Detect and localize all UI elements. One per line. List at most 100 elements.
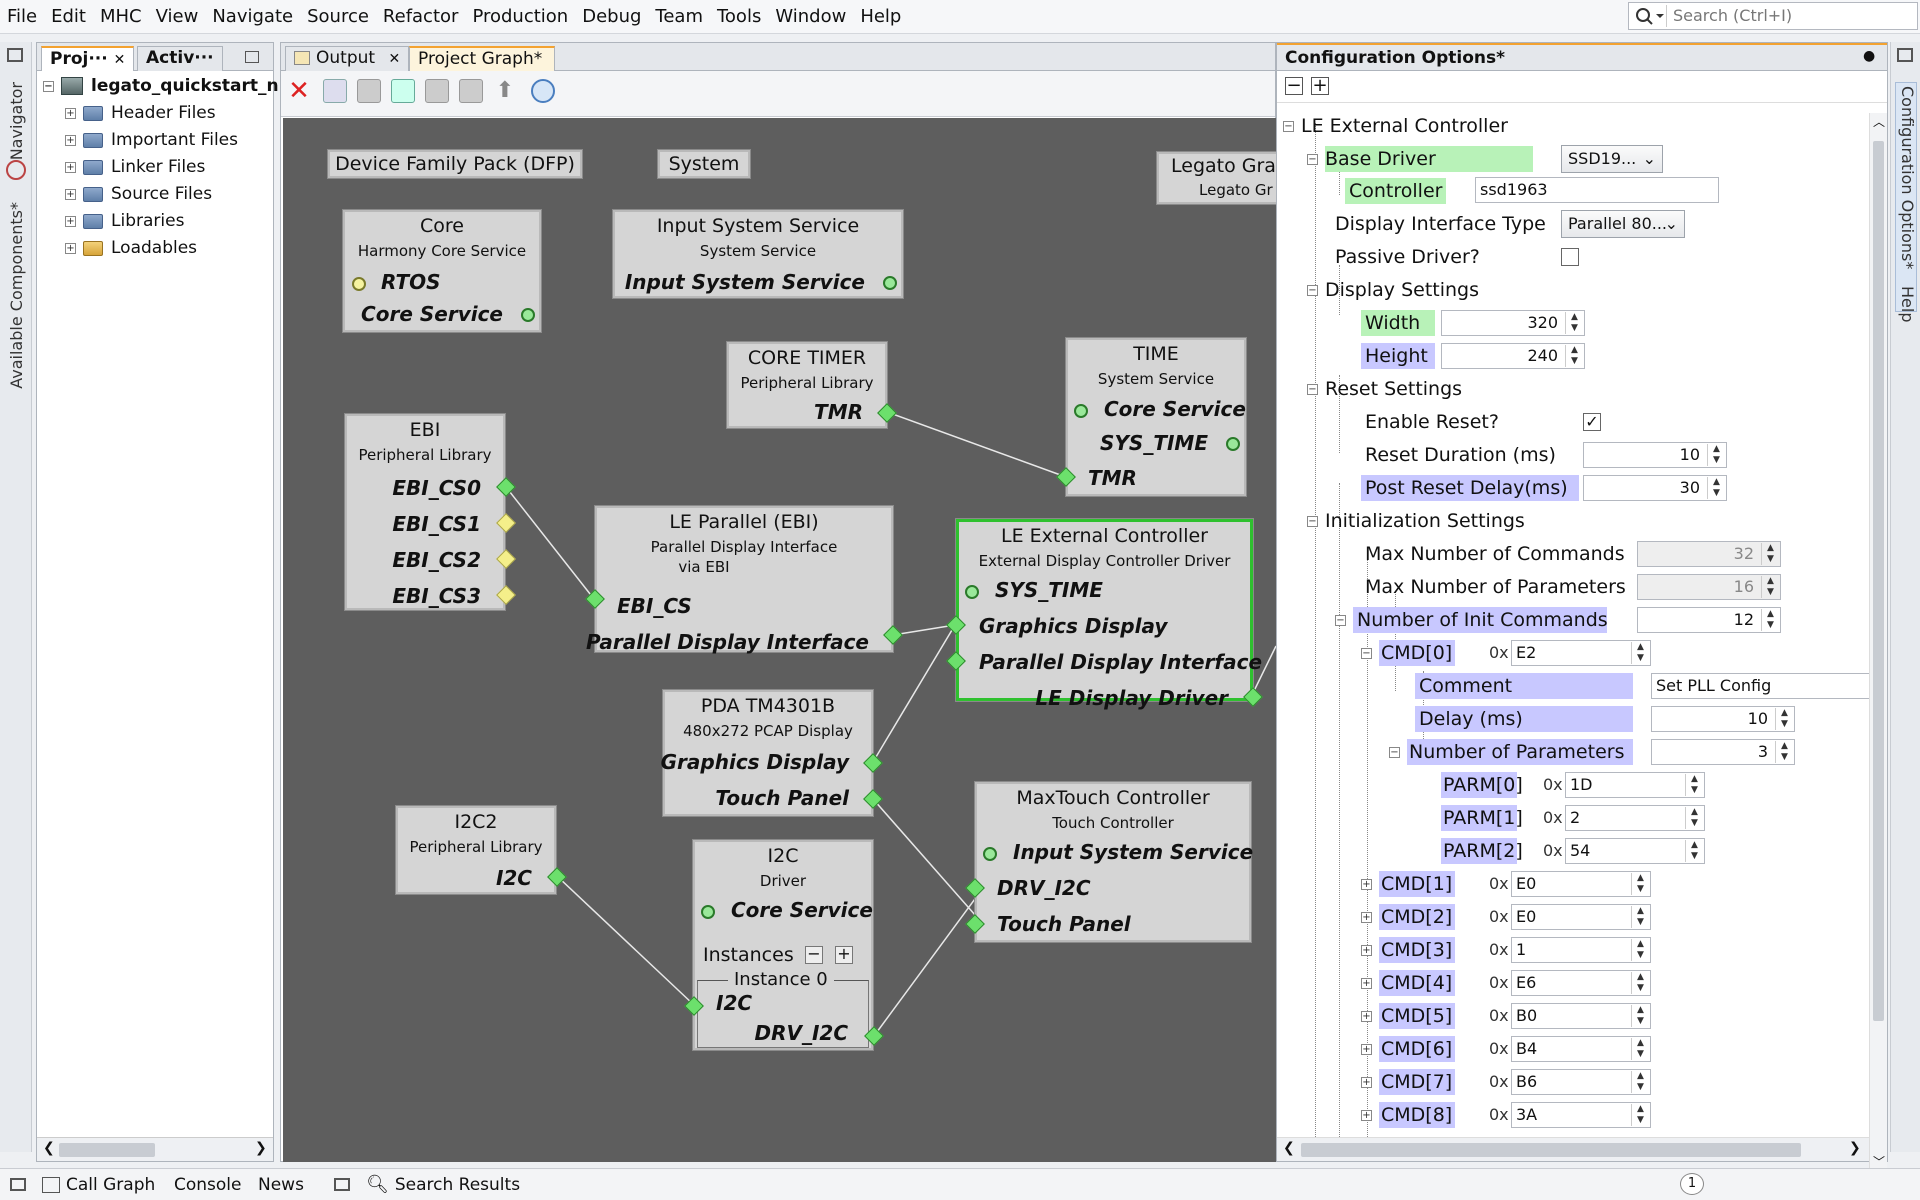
menu-edit[interactable]: Edit	[51, 6, 86, 27]
reset-duration-field[interactable]: 10▲▼	[1583, 442, 1727, 468]
remove-from-group-icon[interactable]	[357, 79, 381, 103]
expand-icon[interactable]: +	[65, 161, 76, 173]
scrollbar-thumb[interactable]	[1301, 1143, 1801, 1157]
notifications-icon[interactable]: 1	[1680, 1173, 1704, 1195]
expand-icon[interactable]: +	[1361, 879, 1372, 890]
cmd-7-field[interactable]: B6▲▼	[1511, 1069, 1651, 1095]
vertical-scrollbar[interactable]: ︿ ﹀	[1869, 113, 1887, 1177]
node-i2c-driver[interactable]: I2C Driver Core Service Instances − + In…	[693, 840, 873, 1050]
restore-window-icon[interactable]	[334, 1178, 350, 1191]
project-root[interactable]: −legato_quickstart_n	[43, 73, 279, 99]
cmd-5-field[interactable]: B0▲▼	[1511, 1003, 1651, 1029]
pin-icon[interactable]: ●	[1863, 48, 1876, 64]
ungroup-icon[interactable]	[459, 79, 483, 103]
cmd-2-field[interactable]: E0▲▼	[1511, 904, 1651, 930]
expand-icon[interactable]: +	[65, 242, 76, 254]
collapse-icon[interactable]: −	[1307, 285, 1318, 296]
expand-all-icon[interactable]: +	[1311, 75, 1329, 96]
spinner-icon[interactable]: ▲▼	[1631, 1005, 1649, 1027]
scrollbar-thumb[interactable]	[59, 1143, 155, 1157]
num-init-field[interactable]: 12▲▼	[1637, 607, 1781, 633]
row-num-init-commands[interactable]: −Number of Init Commands	[1335, 607, 1608, 633]
tab-projects[interactable]: Proj··· ✕	[41, 46, 135, 71]
menu-view[interactable]: View	[155, 6, 199, 27]
scroll-down-icon[interactable]: ﹀	[1873, 1155, 1886, 1169]
search-icon[interactable]	[1633, 5, 1667, 27]
menu-help[interactable]: Help	[860, 6, 902, 27]
spinner-icon[interactable]: ▲▼	[1761, 609, 1779, 631]
collapse-icon[interactable]: −	[1307, 516, 1318, 527]
menu-mhc[interactable]: MHC	[99, 6, 142, 27]
spinner-icon[interactable]: ▲▼	[1707, 477, 1725, 499]
cmd-1-field[interactable]: E0▲▼	[1511, 871, 1651, 897]
node-i2c2[interactable]: I2C2 Peripheral Library I2C	[396, 806, 556, 894]
node-ebi[interactable]: EBI Peripheral Library EBI_CS0 EBI_CS1 E…	[345, 414, 505, 610]
cmd-8-field[interactable]: 3A▲▼	[1511, 1102, 1651, 1128]
expand-icon[interactable]: +	[1361, 978, 1372, 989]
delay-field[interactable]: 10▲▼	[1651, 706, 1795, 732]
base-driver-select[interactable]: SSD19...⌄	[1561, 145, 1663, 173]
add-to-group-icon[interactable]	[391, 79, 415, 103]
dependency-port-icon[interactable]	[983, 847, 997, 861]
group-system[interactable]: System	[658, 150, 750, 178]
row-cmd-7[interactable]: +CMD[7]	[1361, 1069, 1455, 1095]
up-arrow-icon[interactable]: ⬆	[495, 78, 515, 103]
menu-production[interactable]: Production	[472, 6, 569, 27]
capability-port-icon[interactable]	[1226, 437, 1240, 451]
parm-2-field[interactable]: 54▲▼	[1565, 838, 1705, 864]
delete-icon[interactable]: ✕	[288, 76, 310, 106]
scroll-right-icon[interactable]: ❯	[1849, 1140, 1861, 1156]
restore-window-icon[interactable]	[10, 1178, 26, 1191]
expand-icon[interactable]: +	[65, 188, 76, 200]
console-tab[interactable]: Console	[174, 1175, 242, 1195]
group-dfp[interactable]: Device Family Pack (DFP)	[328, 150, 582, 178]
instance-0-box[interactable]: Instance 0 I2C DRV_I2C	[697, 969, 869, 1048]
project-graph-canvas[interactable]: Device Family Pack (DFP) System Legato G…	[283, 118, 1276, 1162]
config-horizontal-scrollbar[interactable]: ❮ ❯	[1277, 1137, 1869, 1161]
row-display-settings[interactable]: −Display Settings	[1307, 277, 1479, 303]
menu-refactor[interactable]: Refactor	[382, 6, 459, 27]
controller-field[interactable]: ssd1963	[1475, 177, 1719, 203]
spinner-icon[interactable]: ▲▼	[1565, 312, 1583, 334]
spinner-icon[interactable]: ▲▼	[1631, 642, 1649, 664]
search-results-tab[interactable]: 🔍︎Search Results	[366, 1173, 520, 1197]
node-maxtouch-controller[interactable]: MaxTouch Controller Touch Controller Inp…	[975, 782, 1253, 942]
menu-team[interactable]: Team	[655, 6, 703, 27]
navigator-tab[interactable]: Navigator	[7, 82, 26, 161]
node-le-parallel-ebi[interactable]: LE Parallel (EBI) Parallel Display Inter…	[586, 506, 893, 654]
tab-output[interactable]: Output ✕	[285, 46, 410, 71]
spinner-icon[interactable]: ▲▼	[1631, 873, 1649, 895]
menu-file[interactable]: File	[7, 6, 38, 27]
comment-field[interactable]: Set PLL Config	[1651, 673, 1883, 699]
passive-driver-checkbox[interactable]	[1561, 248, 1579, 266]
display-interface-select[interactable]: Parallel 80...⌄	[1561, 210, 1685, 238]
expand-icon[interactable]: +	[1361, 945, 1372, 956]
tree-item-libraries[interactable]: +Libraries	[65, 208, 184, 234]
row-cmd-2[interactable]: +CMD[2]	[1361, 904, 1455, 930]
spinner-icon[interactable]: ▲▼	[1631, 906, 1649, 928]
expand-icon[interactable]: +	[1361, 1011, 1372, 1022]
remove-instance-button[interactable]: −	[805, 946, 823, 964]
row-cmd-0[interactable]: −CMD[0]	[1361, 640, 1455, 666]
collapse-icon[interactable]: −	[1307, 154, 1318, 165]
row-cmd-5[interactable]: +CMD[5]	[1361, 1003, 1455, 1029]
nparams-field[interactable]: 3▲▼	[1651, 739, 1795, 765]
expand-icon[interactable]: +	[1361, 1044, 1372, 1055]
cmd-4-field[interactable]: E6▲▼	[1511, 970, 1651, 996]
tree-item-loadables[interactable]: +Loadables	[65, 235, 197, 261]
move-icon[interactable]	[425, 79, 449, 103]
collapse-icon[interactable]: −	[43, 80, 54, 92]
cmd-0-field[interactable]: E2▲▼	[1511, 640, 1651, 666]
restore-window-icon[interactable]	[1897, 48, 1913, 62]
group-legato[interactable]: Legato GrapLegato Gr	[1157, 152, 1276, 204]
scrollbar-thumb[interactable]	[1873, 141, 1884, 1021]
tree-item-linker-files[interactable]: +Linker Files	[65, 154, 205, 180]
dependency-port-icon[interactable]	[701, 905, 715, 919]
expand-icon[interactable]: +	[65, 134, 76, 146]
collapse-icon[interactable]: −	[1361, 648, 1372, 659]
spinner-icon[interactable]: ▲▼	[1631, 1071, 1649, 1093]
collapse-icon[interactable]: −	[1283, 121, 1294, 132]
cmd-6-field[interactable]: B4▲▼	[1511, 1036, 1651, 1062]
collapse-all-icon[interactable]: −	[1285, 75, 1303, 96]
node-time[interactable]: TIME System Service Core Service SYS_TIM…	[1066, 338, 1246, 496]
